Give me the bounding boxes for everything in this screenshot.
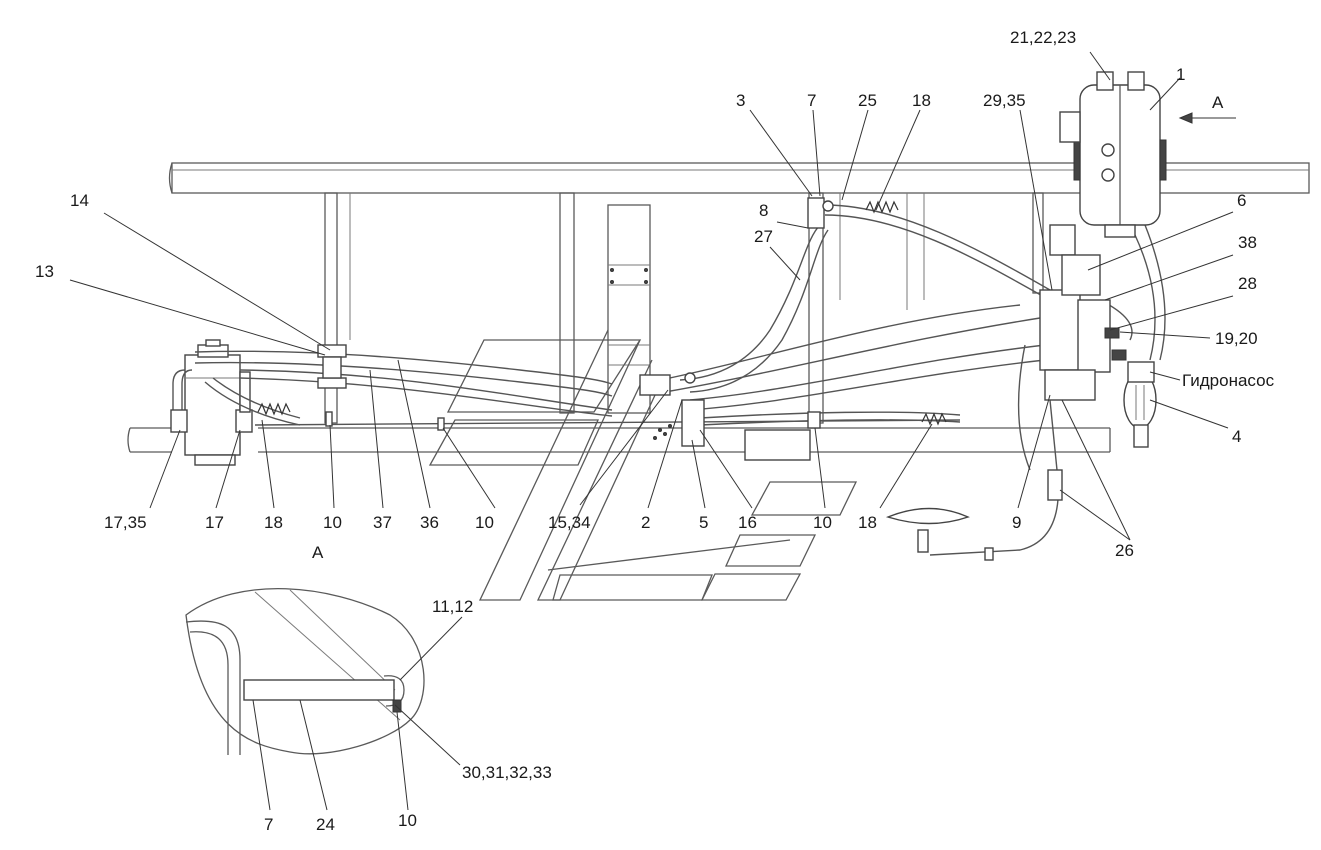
callout-3: 3 [736, 91, 745, 110]
hose-spring-guards [257, 200, 947, 426]
callout-30-31-32-33: 30,31,32,33 [462, 763, 552, 782]
callout-7: 7 [807, 91, 816, 110]
callout-18-left: 18 [264, 513, 283, 532]
callout-hydraulic-pump: Гидронасос [1182, 371, 1275, 390]
callout-10-c: 10 [813, 513, 832, 532]
hydraulic-tank [1059, 71, 1167, 238]
callout-18-bottom: 18 [858, 513, 877, 532]
callout-36: 36 [420, 513, 439, 532]
callout-21-22-23: 21,22,23 [1010, 28, 1076, 47]
callout-5: 5 [699, 513, 708, 532]
callout-17-35: 17,35 [104, 513, 147, 532]
callout-4: 4 [1232, 427, 1241, 446]
callout-14: 14 [70, 191, 89, 210]
callout-view-a: A [312, 543, 324, 562]
hose-clamps [317, 197, 834, 461]
callout-2: 2 [641, 513, 650, 532]
callout-11-12: 11,12 [432, 597, 473, 616]
callout-15-34: 15,34 [548, 513, 591, 532]
callout-24: 24 [316, 815, 335, 834]
callout-26: 26 [1115, 541, 1134, 560]
callout-25: 25 [858, 91, 877, 110]
leader-lines [69, 51, 1236, 811]
callout-8: 8 [759, 201, 768, 220]
callout-27: 27 [754, 227, 773, 246]
detail-view-a [185, 587, 425, 755]
callout-10-b: 10 [475, 513, 494, 532]
cab-floor-outlines [428, 329, 858, 601]
callout-28: 28 [1238, 274, 1257, 293]
callout-10-detail: 10 [398, 811, 417, 830]
callout-10-a: 10 [323, 513, 342, 532]
callout-7-detail: 7 [264, 815, 273, 834]
right-fittings [885, 469, 1063, 561]
callout-17: 17 [205, 513, 224, 532]
callout-labels: 21,22,23 1 A 3 7 25 18 29,35 14 6 8 27 3… [35, 28, 1275, 834]
callout-38: 38 [1238, 233, 1257, 252]
hose-bundle [194, 204, 1166, 556]
callout-1: 1 [1176, 65, 1185, 84]
callout-37: 37 [373, 513, 392, 532]
callout-9: 9 [1012, 513, 1021, 532]
callout-19-20: 19,20 [1215, 329, 1258, 348]
callout-6: 6 [1237, 191, 1246, 210]
callout-16: 16 [738, 513, 757, 532]
callout-29-35: 29,35 [983, 91, 1026, 110]
hydraulic-pump [1123, 361, 1157, 448]
callout-13: 13 [35, 262, 54, 281]
callout-18: 18 [912, 91, 931, 110]
callout-view-a-arrow: A [1212, 93, 1224, 112]
left-distributor-unit [170, 339, 253, 466]
valve-block [1039, 224, 1127, 401]
